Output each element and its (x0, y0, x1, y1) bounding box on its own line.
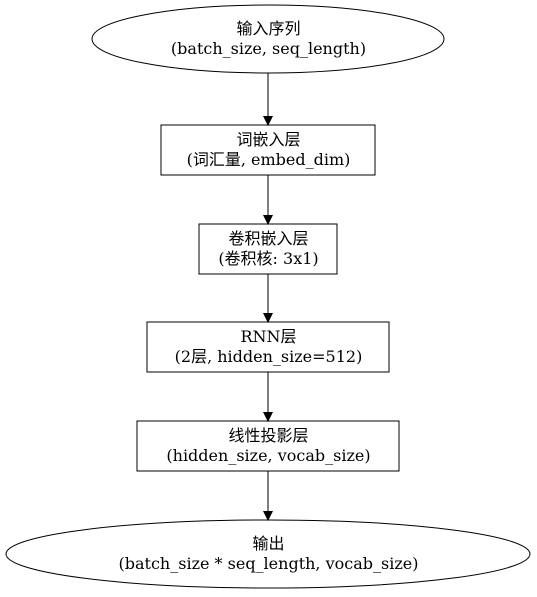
node-output-subtitle: (batch_size * seq_length, vocab_size) (118, 554, 419, 573)
node-input-title: 输入序列 (236, 19, 301, 38)
node-conv-title: 卷积嵌入层 (228, 229, 309, 248)
node-embed-shape (160, 124, 376, 176)
node-embed-subtitle: (词汇量, embed_dim) (186, 150, 351, 169)
node-conv-label: 卷积嵌入层 (卷积核: 3x1) (0, 229, 537, 269)
node-input-subtitle: (batch_size, seq_length) (170, 39, 367, 58)
node-embed-label: 词嵌入层 (词汇量, embed_dim) (0, 130, 537, 170)
node-rnn-label: RNN层 (2层, hidden_size=512) (0, 327, 537, 367)
node-input-label: 输入序列 (batch_size, seq_length) (0, 19, 537, 59)
node-output-label: 输出 (batch_size * seq_length, vocab_size) (0, 534, 537, 574)
node-linear-label: 线性投影层 (hidden_size, vocab_size) (0, 426, 537, 466)
node-conv-subtitle: (卷积核: 3x1) (218, 249, 319, 268)
node-rnn-shape (146, 321, 390, 373)
node-linear-subtitle: (hidden_size, vocab_size) (166, 446, 371, 465)
node-linear-title: 线性投影层 (228, 426, 309, 445)
node-output-title: 输出 (252, 534, 285, 553)
node-embed-title: 词嵌入层 (236, 130, 301, 149)
node-rnn-title: RNN层 (240, 327, 297, 346)
node-rnn-subtitle: (2层, hidden_size=512) (174, 347, 363, 366)
